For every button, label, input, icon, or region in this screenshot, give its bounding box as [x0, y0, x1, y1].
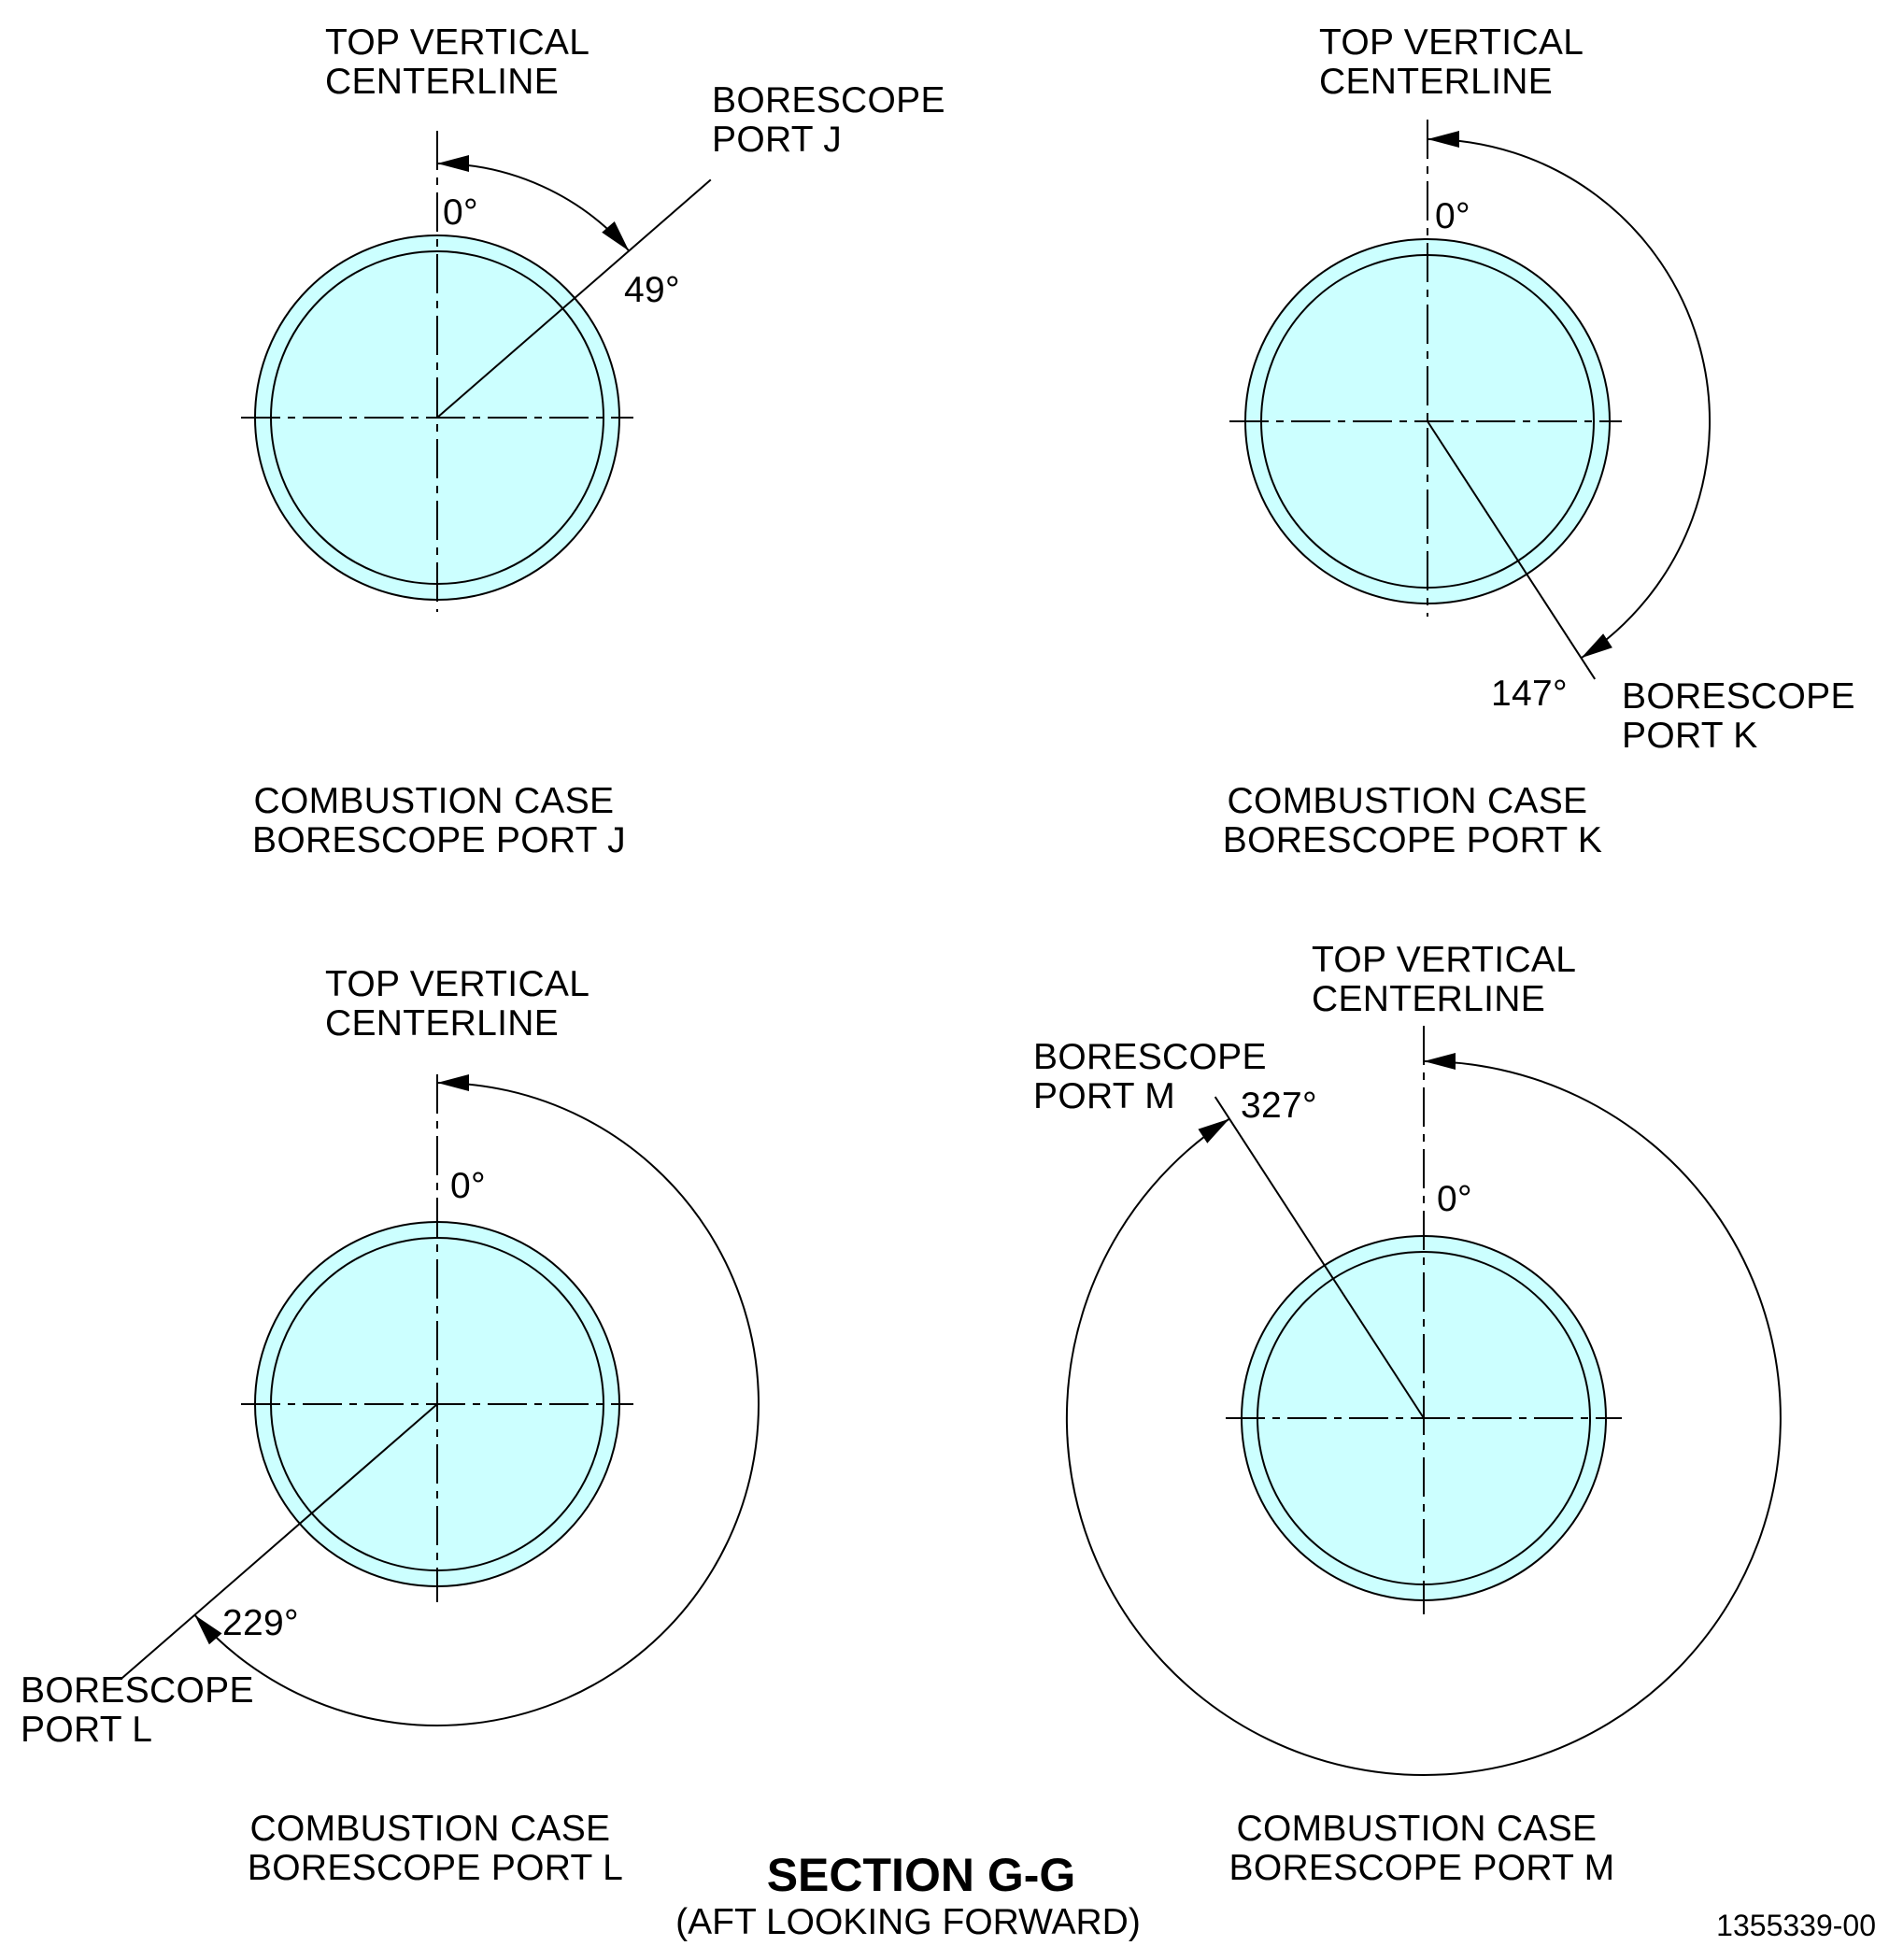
view-port-k: TOP VERTICAL CENTERLINE 0° BORESCOPE POR…: [1223, 22, 1866, 860]
angle-dimension-arc: [1065, 1060, 1782, 1776]
top-vertical-centerline-label: TOP VERTICAL CENTERLINE: [1312, 940, 1585, 1019]
section-subtitle: (AFT LOOKING FORWARD): [675, 1902, 1141, 1942]
zero-degree-label: 0°: [1437, 1179, 1472, 1219]
arc-arrowhead-zero: [437, 1074, 469, 1091]
borescope-port-label: BORESCOPE PORT M: [1033, 1037, 1277, 1116]
view-port-m: TOP VERTICAL CENTERLINE 0° BORESCOPE POR…: [1033, 940, 1782, 1888]
arc-arrowhead-zero: [1424, 1053, 1456, 1070]
view-port-l: TOP VERTICAL CENTERLINE 0° BORESCOPE POR…: [21, 964, 760, 1888]
top-vertical-centerline-label: TOP VERTICAL CENTERLINE: [325, 964, 599, 1044]
port-angle-label: 49°: [624, 270, 680, 310]
borescope-port-line: [1214, 1096, 1425, 1419]
arc-arrowhead-port: [602, 221, 630, 251]
view-port-j: TOP VERTICAL CENTERLINE 0° BORESCOPE POR…: [241, 22, 956, 860]
zero-degree-label: 0°: [1435, 196, 1470, 236]
top-vertical-centerline-label: TOP VERTICAL CENTERLINE: [325, 22, 599, 102]
port-angle-label: 327°: [1241, 1086, 1317, 1126]
borescope-port-label: BORESCOPE PORT J: [712, 80, 956, 160]
arc-arrowhead-port: [1581, 633, 1612, 659]
port-angle-label: 229°: [222, 1603, 299, 1643]
view-caption: COMBUSTION CASE BORESCOPE PORT M: [1229, 1809, 1615, 1888]
borescope-port-label: BORESCOPE PORT K: [1622, 676, 1866, 756]
zero-degree-label: 0°: [450, 1166, 486, 1206]
top-vertical-centerline-label: TOP VERTICAL CENTERLINE: [1319, 22, 1593, 102]
borescope-port-line: [436, 178, 712, 419]
arc-arrowhead-zero: [437, 155, 469, 172]
arc-arrowhead-zero: [1427, 131, 1459, 148]
borescope-port-line: [1427, 420, 1597, 680]
port-angle-label: 147°: [1491, 674, 1568, 714]
borescope-port-label: BORESCOPE PORT L: [21, 1670, 264, 1750]
zero-degree-label: 0°: [443, 192, 478, 233]
angle-dimension-arc: [193, 1082, 760, 1726]
angle-dimension-arc: [1427, 138, 1711, 660]
view-caption: COMBUSTION CASE BORESCOPE PORT J: [252, 781, 626, 860]
view-caption: COMBUSTION CASE BORESCOPE PORT L: [248, 1809, 623, 1888]
view-caption: COMBUSTION CASE BORESCOPE PORT K: [1223, 781, 1602, 860]
arc-arrowhead-port: [194, 1614, 222, 1645]
borescope-port-line: [121, 1403, 438, 1680]
document-number: 1355339-00: [1716, 1909, 1876, 1942]
arc-arrowhead-port: [1198, 1118, 1229, 1143]
section-title: SECTION G-G: [767, 1849, 1076, 1901]
